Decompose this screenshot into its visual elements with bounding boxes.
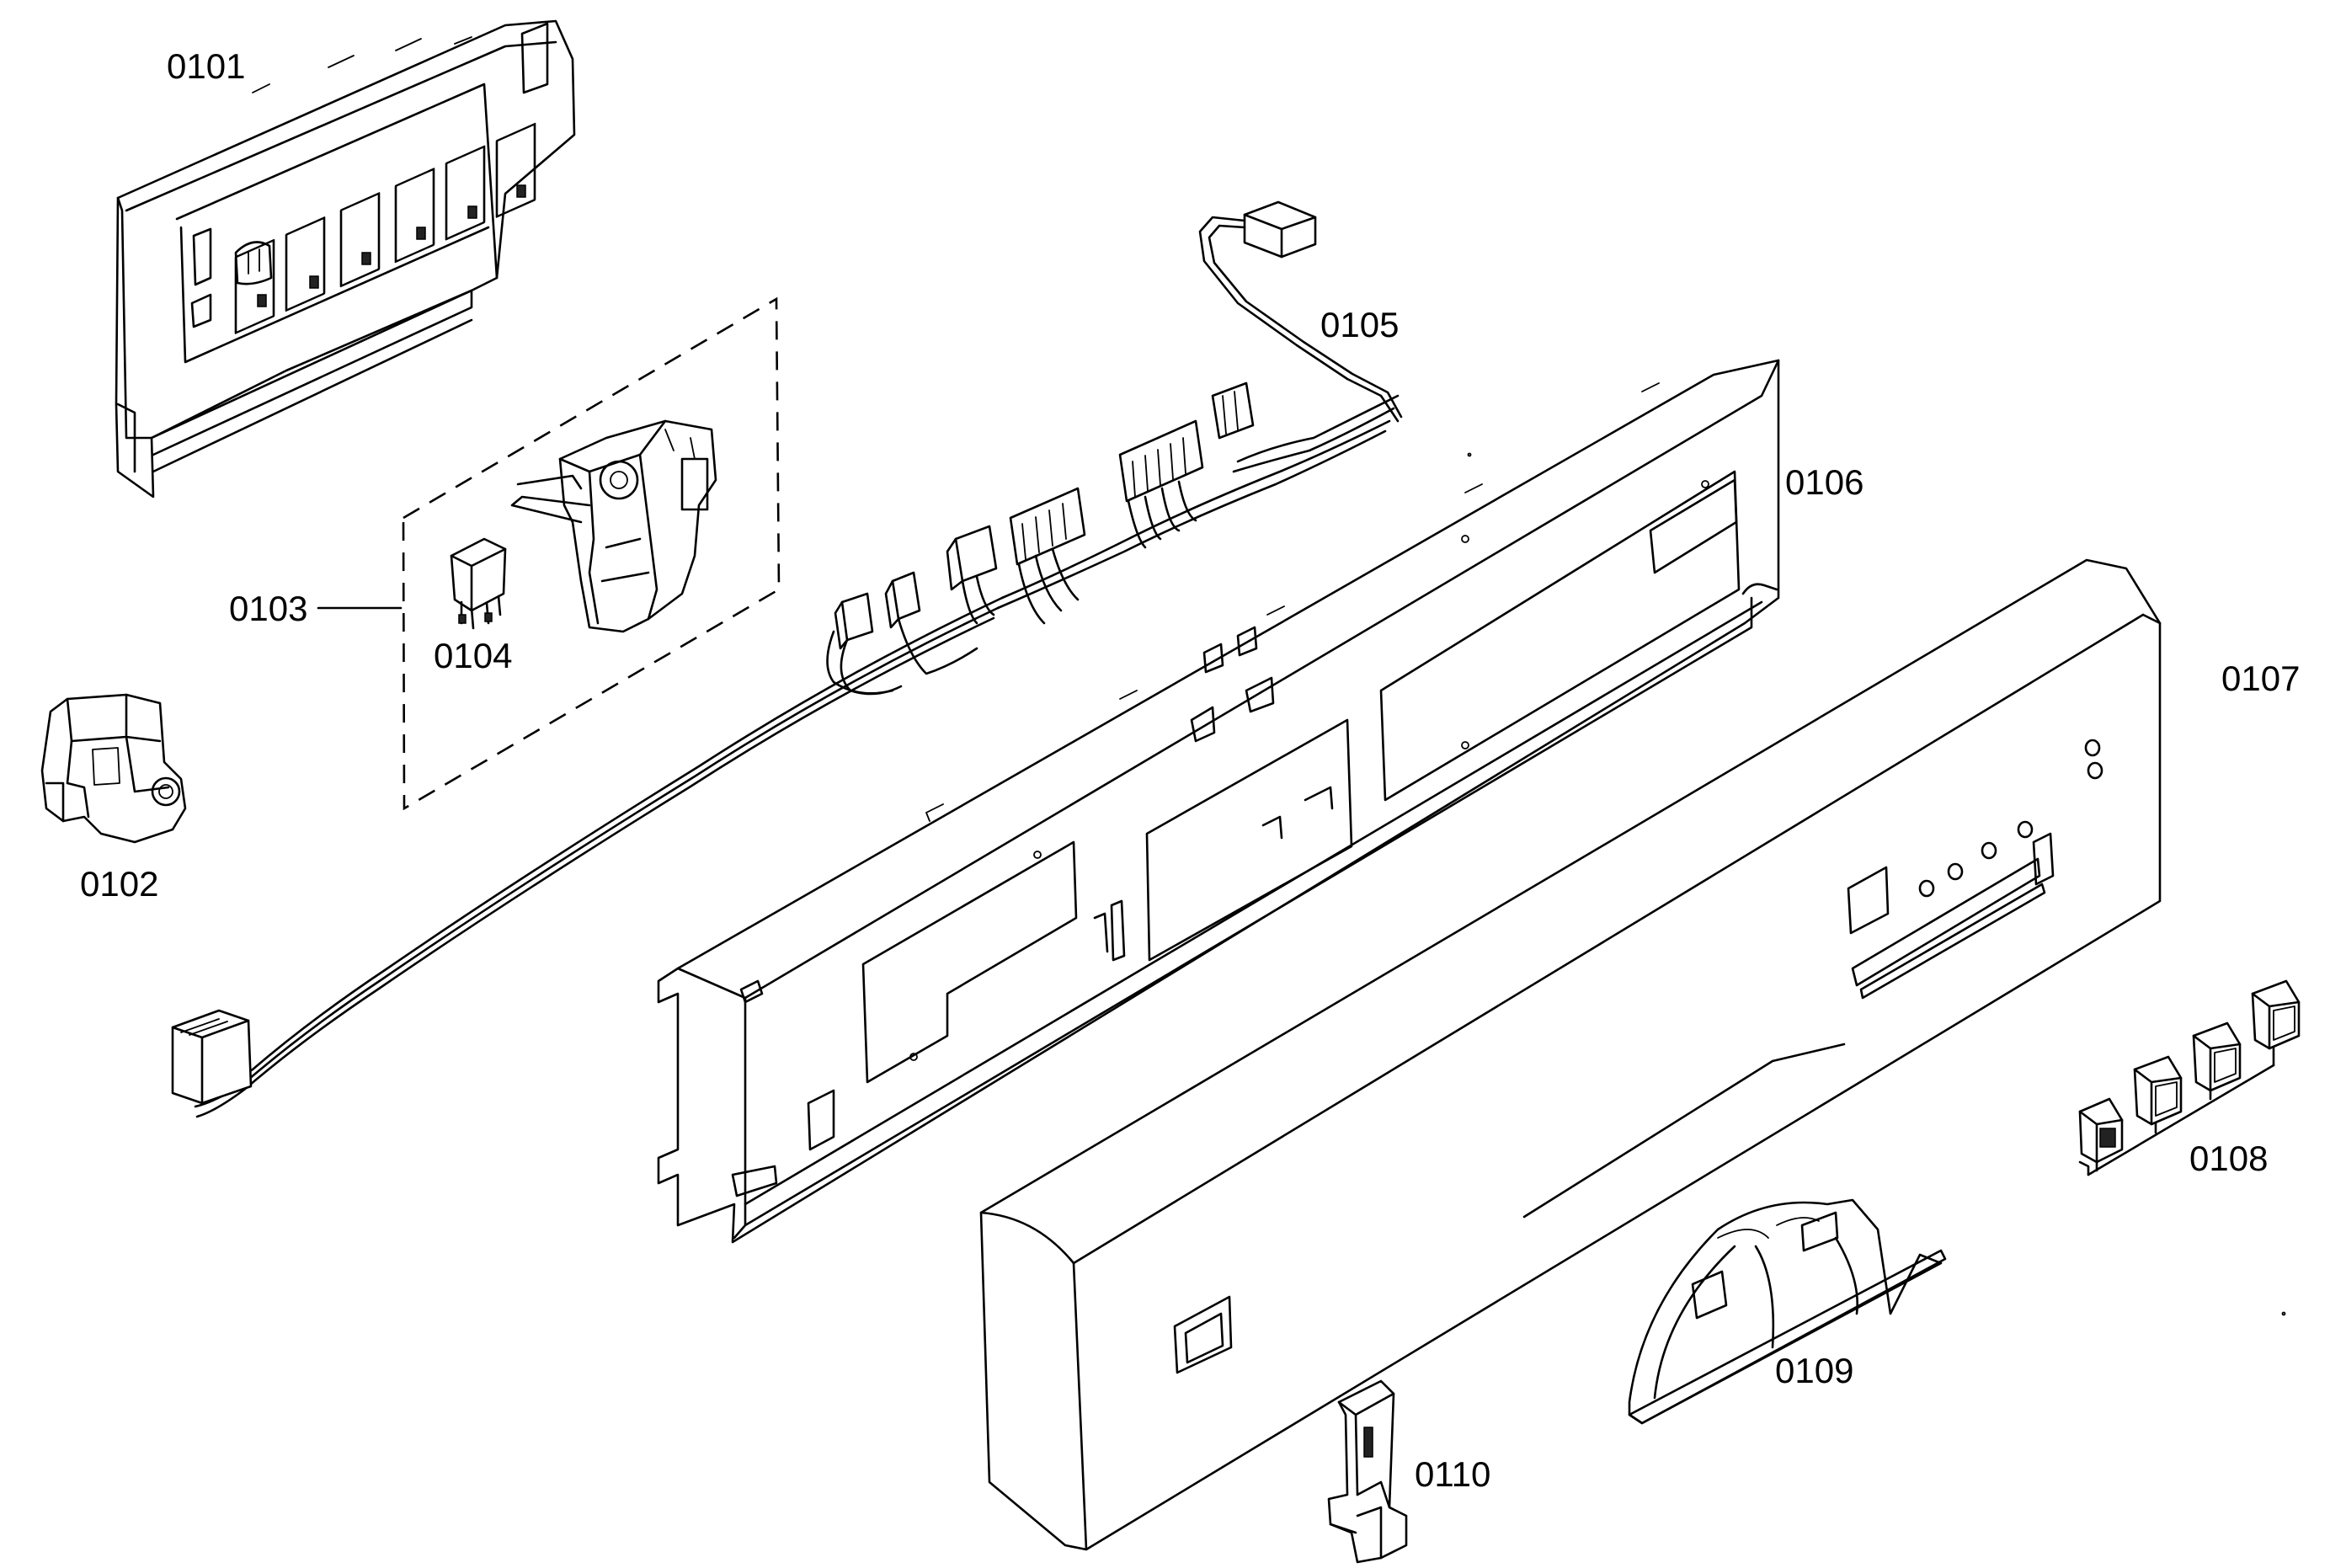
label-0103: 0103 — [229, 589, 307, 628]
part-0102-switch[interactable] — [40, 693, 187, 844]
label-0107: 0107 — [2221, 659, 2300, 698]
label-0110: 0110 — [1415, 1454, 1490, 1494]
label-0102: 0102 — [80, 864, 158, 904]
label-0101: 0101 — [167, 46, 245, 86]
label-0106: 0106 — [1785, 462, 1863, 502]
speck-mark — [2281, 1311, 2286, 1316]
part-0107-front-fascia[interactable] — [979, 558, 2162, 1551]
part-0106-inner-panel[interactable] — [657, 359, 1780, 1244]
label-0105: 0105 — [1320, 305, 1399, 344]
part-0104-capacitor[interactable] — [450, 537, 507, 630]
label-0104: 0104 — [434, 636, 512, 675]
part-0110-latch[interactable] — [1327, 1379, 1408, 1564]
part-0105-wiring-harness[interactable] — [171, 200, 1403, 1118]
group-box-0103 — [402, 296, 781, 811]
speck-mark — [1467, 452, 1472, 457]
part-0108-push-buttons[interactable] — [2078, 979, 2301, 1176]
label-0109: 0109 — [1775, 1351, 1853, 1390]
part-0101-control-module[interactable] — [115, 19, 576, 499]
part-0109-door-handle[interactable] — [1628, 1198, 1947, 1425]
part-door-lock[interactable] — [510, 419, 717, 633]
label-0108: 0108 — [2189, 1139, 2268, 1178]
